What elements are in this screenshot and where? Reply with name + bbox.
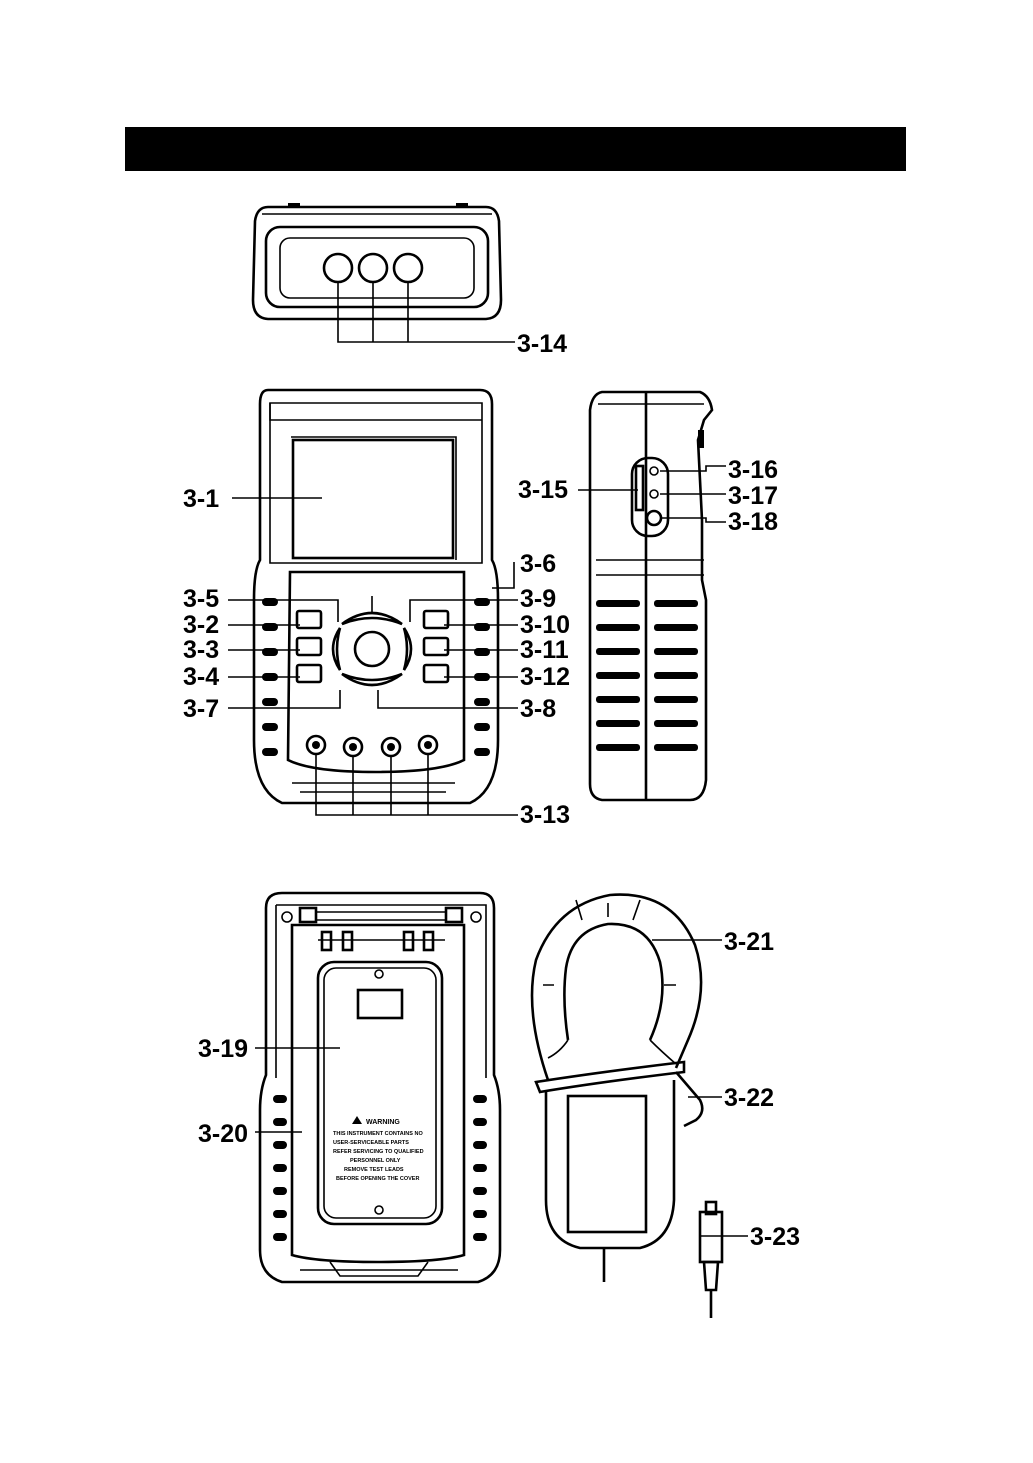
key-3-3 [297,638,321,655]
back-left-grip [273,1095,287,1241]
callout-3-4: 3-4 [183,663,219,691]
key-3-12 [424,665,448,682]
warning-line-1: THIS INSTRUMENT CONTAINS NO [333,1131,423,1137]
key-3-11 [424,638,448,655]
callout-3-8: 3-8 [520,695,556,723]
key-3-4 [297,665,321,682]
warning-line-3: REFER SERVICING TO QUALIFIED [333,1149,424,1155]
callout-3-23: 3-23 [750,1223,800,1251]
callout-3-21: 3-21 [724,928,774,956]
back-view: WARNING THIS INSTRUMENT CONTAINS NO USER… [255,893,500,1282]
callout-3-1: 3-1 [183,485,219,513]
callout-3-13: 3-13 [520,801,570,829]
front-view [254,390,498,803]
clamp-probe [532,895,702,1282]
callout-3-16: 3-16 [728,456,778,484]
callout-3-5: 3-5 [183,585,219,613]
key-3-2 [297,611,321,628]
cursor-pad [333,613,411,685]
sd-card-slot [636,466,643,510]
callout-3-15: 3-15 [518,476,568,504]
back-right-grip [473,1095,487,1241]
callout-3-6: 3-6 [520,550,556,578]
lcd-display [293,440,453,558]
input-jack-1 [324,254,352,282]
callout-3-18: 3-18 [728,508,778,536]
top-view [253,203,515,342]
callout-3-9: 3-9 [520,585,556,613]
callout-3-22: 3-22 [724,1084,774,1112]
warning-label: WARNING THIS INSTRUMENT CONTAINS NO USER… [333,1116,424,1182]
warning-line-5: REMOVE TEST LEADS [344,1167,404,1173]
callout-3-19: 3-19 [198,1035,248,1063]
callout-3-3: 3-3 [183,636,219,664]
battery-cover [318,962,442,1224]
probe-plug [700,1202,722,1318]
callout-3-11: 3-11 [520,636,569,664]
callout-3-12: 3-12 [520,663,570,691]
callout-3-20: 3-20 [198,1120,248,1148]
warning-line-6: BEFORE OPENING THE COVER [336,1176,419,1182]
side-view [578,392,726,800]
callout-3-17: 3-17 [728,482,778,510]
callout-3-7: 3-7 [183,695,219,723]
callout-3-2: 3-2 [183,611,219,639]
front-input-terminals [307,736,437,756]
front-leader-lines [228,498,518,815]
callout-3-10: 3-10 [520,611,570,639]
warning-line-4: PERSONNEL ONLY [350,1158,401,1164]
callout-3-14: 3-14 [517,330,567,358]
warning-heading: WARNING [366,1119,400,1126]
input-jack-2 [359,254,387,282]
enter-key [355,632,389,666]
warning-line-2: USER-SERVICEABLE PARTS [333,1140,409,1146]
input-jack-3 [394,254,422,282]
